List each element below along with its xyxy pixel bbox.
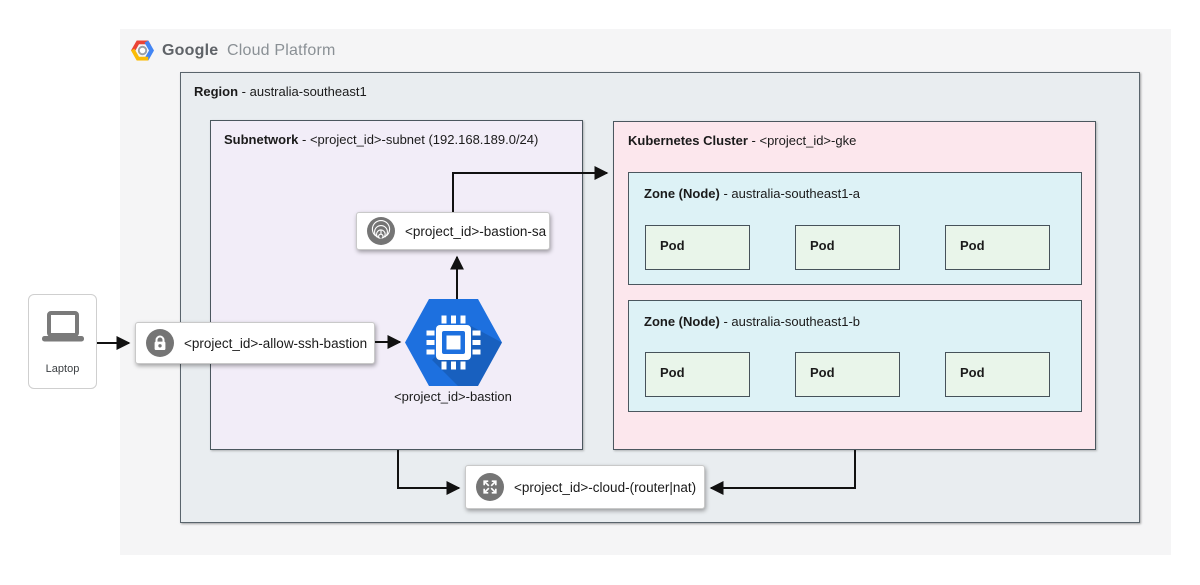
subnetwork-title: Subnetwork - <project_id>-subnet (192.16…	[224, 132, 539, 147]
pod-a2: Pod	[795, 225, 900, 270]
pod-b1: Pod	[645, 352, 750, 397]
lock-icon	[146, 329, 174, 357]
zone-a-title: Zone (Node) - australia-southeast1-a	[644, 186, 861, 201]
pod-b3: Pod	[945, 352, 1050, 397]
laptop-node: Laptop	[28, 294, 97, 389]
expand-arrows-icon	[476, 473, 504, 501]
cloud-router-nat-label: <project_id>-cloud-(router|nat)	[514, 479, 697, 495]
laptop-label: Laptop	[45, 363, 80, 375]
service-account-node: <project_id>-bastion-sa	[356, 212, 550, 250]
bastion-label: <project_id>-bastion	[394, 389, 512, 404]
laptop-icon	[41, 311, 85, 349]
firewall-rule-label: <project_id>-allow-ssh-bastion	[184, 335, 368, 351]
service-account-label: <project_id>-bastion-sa	[405, 223, 547, 239]
pod-a1: Pod	[645, 225, 750, 270]
kubernetes-cluster-title: Kubernetes Cluster - <project_id>-gke	[628, 133, 857, 148]
gcp-logo: Google Cloud Platform	[131, 40, 336, 61]
pod-a3: Pod	[945, 225, 1050, 270]
compute-engine-icon	[405, 299, 502, 390]
zone-b-title: Zone (Node) - australia-southeast1-b	[644, 314, 861, 329]
bastion-node	[405, 299, 502, 386]
gcp-wordmark: Google Cloud Platform	[162, 42, 336, 60]
logo-text-google: Google	[162, 41, 219, 59]
logo-text-cloud-platform: Cloud Platform	[226, 41, 336, 59]
pod-b2: Pod	[795, 352, 900, 397]
fingerprint-icon	[367, 217, 395, 245]
region-title: Region - australia-southeast1	[194, 84, 367, 99]
firewall-rule-node: <project_id>-allow-ssh-bastion	[135, 322, 375, 364]
cloud-router-nat-node: <project_id>-cloud-(router|nat)	[465, 465, 705, 509]
gcp-hexagon-logo-icon	[131, 40, 154, 61]
